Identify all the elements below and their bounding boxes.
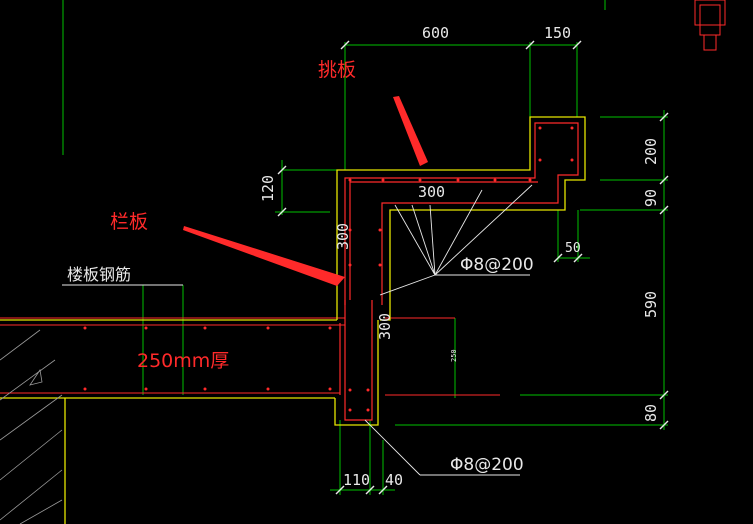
dim-label-80: 80 xyxy=(642,404,660,422)
cantilever-outline xyxy=(336,116,586,321)
arrow-to-cantilever-icon xyxy=(393,96,428,166)
stair-hatch xyxy=(0,329,63,524)
slab-rebar-label: 楼板钢筋 xyxy=(67,265,131,284)
annotation-cantilever-slab: 挑板 xyxy=(318,59,356,81)
inner-dim-300-right: 300 xyxy=(376,313,394,340)
annotation-parapet: 栏板 xyxy=(110,211,148,233)
slab-rebar-lines xyxy=(0,317,500,396)
dim-label-110: 110 xyxy=(343,471,370,489)
arrow-to-parapet-icon xyxy=(183,226,345,286)
dim-label-120: 120 xyxy=(259,175,277,202)
dim-label-90: 90 xyxy=(642,189,660,207)
dim-label-150: 150 xyxy=(544,24,571,42)
concrete-outline xyxy=(0,116,586,524)
dim-label-600: 600 xyxy=(422,24,449,42)
dimension-ticks xyxy=(277,40,669,495)
dim-label-40: 40 xyxy=(385,471,403,489)
inner-dim-300-top: 300 xyxy=(418,183,445,201)
inner-dim-300-left: 300 xyxy=(334,223,352,250)
annotation-slab-thickness: 250mm厚 xyxy=(137,350,229,372)
dim-label-50: 50 xyxy=(565,241,581,256)
rebar-callout-bottom: Φ8@200 xyxy=(450,455,524,475)
grid-bubble-icon xyxy=(694,0,726,51)
tiny-dim-250: 250 xyxy=(450,349,458,362)
parapet-outline xyxy=(334,320,379,426)
rebar-cage xyxy=(339,122,579,421)
dim-label-200: 200 xyxy=(642,138,660,165)
dim-label-590: 590 xyxy=(642,291,660,318)
rebar-callout-top: Φ8@200 xyxy=(460,255,534,275)
rebar-dots xyxy=(83,126,574,412)
dimension-lines xyxy=(62,0,668,495)
leader-lines xyxy=(62,184,533,476)
